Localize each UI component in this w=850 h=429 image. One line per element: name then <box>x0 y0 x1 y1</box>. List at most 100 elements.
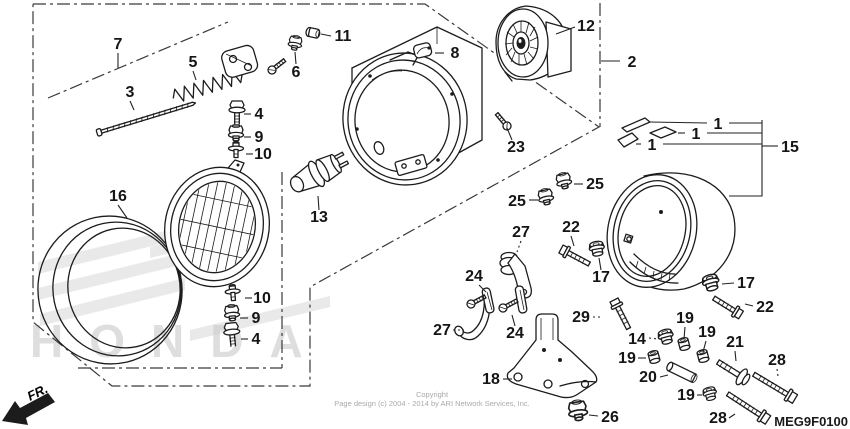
part-number-18: 18 <box>482 371 500 388</box>
part-bolt-22-b <box>710 292 745 321</box>
part-headlight-case-12 <box>495 5 572 82</box>
part-number-10: 10 <box>253 290 271 307</box>
part-nut-25-a <box>554 170 574 191</box>
leader-line-part-19 <box>702 340 707 353</box>
leader-line-part-17 <box>721 282 735 285</box>
part-number-19: 19 <box>698 324 716 341</box>
part-number-28: 28 <box>768 352 786 369</box>
part-clip-24-a <box>481 287 495 314</box>
part-number-26: 26 <box>601 409 619 426</box>
leader-line-part-22 <box>570 235 575 247</box>
part-number-11: 11 <box>335 28 352 45</box>
part-bolt-21 <box>716 359 751 386</box>
part-bolt-22-a <box>557 243 593 270</box>
part-number-14: 14 <box>628 331 646 348</box>
part-number-5: 5 <box>189 54 198 71</box>
part-retainer-clamp-8 <box>412 42 433 59</box>
leader-line-part-24 <box>478 284 487 293</box>
part-number-1: 1 <box>714 116 723 133</box>
leader-line-part-5 <box>192 70 197 81</box>
part-number-8: 8 <box>451 45 460 62</box>
part-bolt-28-b <box>723 387 773 427</box>
leader-line-part-22 <box>744 303 754 307</box>
copyright-line2: Page design (c) 2004 - 2014 by ARI Netwo… <box>334 399 530 408</box>
part-number-19: 19 <box>618 350 636 367</box>
part-number-28: 28 <box>709 410 727 427</box>
leader-line-part-21 <box>734 350 737 362</box>
leader-line-part-26 <box>588 414 599 417</box>
part-number-2: 2 <box>628 54 637 71</box>
part-mounting-ring <box>342 51 468 186</box>
part-capnut-10-top <box>227 141 245 159</box>
part-screw-24-b <box>496 296 520 315</box>
leader-line-part-28 <box>776 368 779 377</box>
part-number-21: 21 <box>726 334 744 351</box>
part-rim-16 <box>37 215 183 365</box>
part-number-19: 19 <box>676 310 694 327</box>
part-stay-27-upper <box>499 251 532 299</box>
part-clip-24-b <box>514 285 528 314</box>
diagram-code: MEG9F0100 <box>774 414 848 429</box>
part-shell-15 <box>606 172 736 291</box>
part-number-10: 10 <box>254 146 272 163</box>
part-number-1: 1 <box>692 126 701 143</box>
part-headlight-unit <box>163 159 271 288</box>
part-number-3: 3 <box>126 84 135 101</box>
leader-line-part-12 <box>555 26 576 35</box>
leader-line-part-13 <box>317 195 320 211</box>
part-bracket-18 <box>506 313 598 399</box>
part-number-13: 13 <box>310 209 328 226</box>
leader-line-part-3 <box>129 100 135 111</box>
part-collar-19-c <box>646 349 662 365</box>
copyright-line1: Copyright <box>416 390 449 399</box>
part-emblem-decals-1 <box>617 117 677 148</box>
part-number-1: 1 <box>648 137 657 154</box>
part-adjuster-clamp <box>221 44 259 78</box>
boundary-divider-7 <box>47 21 229 99</box>
part-number-17: 17 <box>737 275 755 292</box>
part-number-4: 4 <box>252 331 261 348</box>
leader-line-part-14 <box>648 337 659 340</box>
part-number-24: 24 <box>506 325 524 342</box>
leader-line-part-16 <box>117 204 128 219</box>
part-number-27: 27 <box>433 322 451 339</box>
leader-line-part-15 <box>729 120 763 197</box>
part-cap-11 <box>305 26 321 39</box>
assembly-boundary-lines <box>32 3 601 387</box>
part-nut-6 <box>286 33 304 52</box>
part-screw-23 <box>493 110 514 133</box>
leader-line-part-28 <box>728 413 736 419</box>
leader-line-part-6 <box>294 51 297 65</box>
part-collar-20 <box>666 361 698 383</box>
watermark-text: HONDA <box>30 315 329 367</box>
part-number-12: 12 <box>577 18 595 35</box>
part-number-7: 7 <box>114 36 123 53</box>
part-bolt-28-a <box>749 368 799 406</box>
part-nut-25-b <box>536 186 556 207</box>
part-grommet-14 <box>656 327 676 347</box>
boundary-box-main <box>32 3 601 387</box>
part-capnut-10-bottom <box>223 283 242 302</box>
part-number-22: 22 <box>562 219 580 236</box>
leader-line-part-11 <box>320 33 332 37</box>
honda-watermark: HONDA <box>30 219 330 367</box>
part-grommet-19-d <box>701 385 719 403</box>
part-number-25: 25 <box>586 176 604 193</box>
part-number-15: 15 <box>781 139 799 156</box>
part-screw-6 <box>265 56 288 77</box>
part-grommet-17-a <box>587 239 607 258</box>
part-bolt-29 <box>608 296 635 332</box>
leader-lines <box>117 26 779 419</box>
leader-line-part-24 <box>511 314 516 327</box>
part-number-27: 27 <box>512 224 530 241</box>
part-number-24: 24 <box>465 268 483 285</box>
leader-line-part-23 <box>506 127 513 141</box>
part-nut-26 <box>566 397 590 423</box>
part-number-9: 9 <box>252 310 261 327</box>
part-nut-9-top <box>227 123 245 142</box>
front-direction-marker: FR. <box>2 381 55 425</box>
part-bulb-13 <box>289 151 350 193</box>
